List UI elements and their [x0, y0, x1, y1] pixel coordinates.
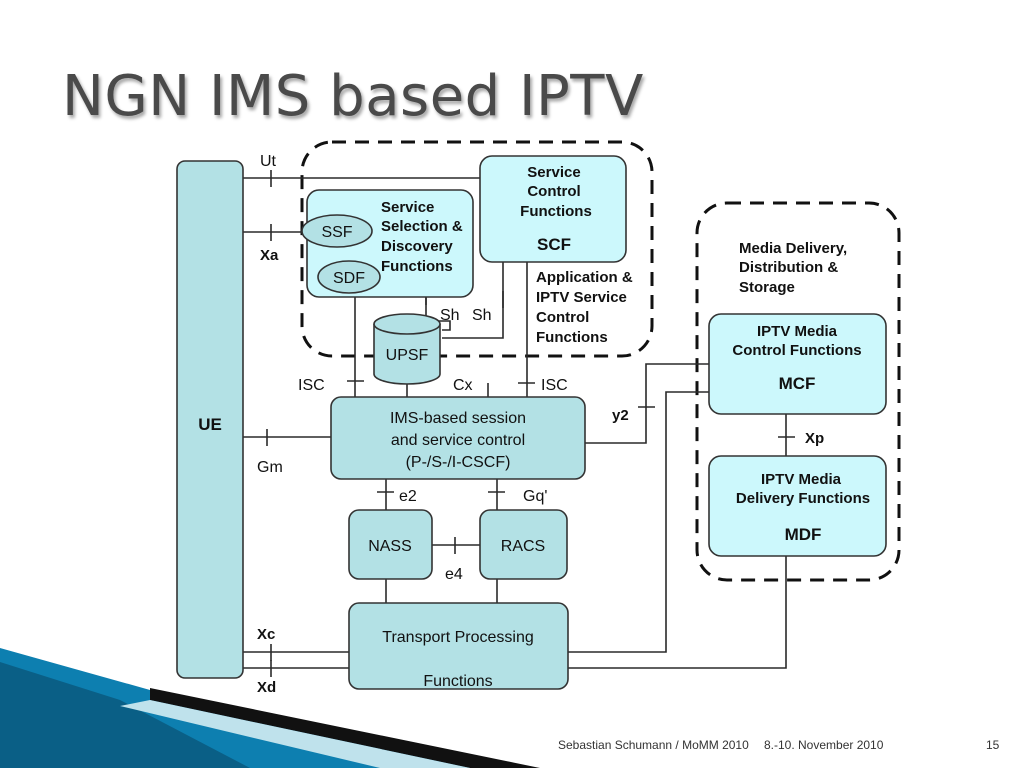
- corner-decoration: [0, 648, 540, 768]
- upsf-label: UPSF: [386, 347, 429, 364]
- upsf-database: [373, 313, 441, 385]
- mdf-box: [708, 455, 887, 557]
- interface-e4: e4: [445, 566, 463, 583]
- interface-ut: Ut: [260, 153, 277, 170]
- ue-box: [176, 160, 244, 679]
- mcf-line1: IPTV Media: [757, 323, 838, 340]
- ssdf-line3: Discovery: [381, 238, 453, 255]
- app-group-line4: Functions: [536, 329, 608, 346]
- racs-label: RACS: [501, 538, 545, 555]
- ssdf-line2: Selection &: [381, 218, 463, 235]
- sdf-ellipse: [317, 260, 381, 294]
- media-group-line3: Storage: [739, 279, 795, 296]
- mcf-line2: Control Functions: [732, 342, 861, 359]
- interface-sh-2: Sh: [472, 307, 492, 324]
- interface-xa: Xa: [260, 247, 279, 264]
- slide-title: NGN IMS based IPTV: [62, 64, 644, 129]
- interface-gm: Gm: [257, 459, 283, 476]
- ims-line1: IMS-based session: [390, 410, 526, 427]
- ssf-ellipse: [301, 214, 373, 248]
- nass-label: NASS: [368, 538, 412, 555]
- nass-box: [348, 509, 433, 580]
- app-group-line2: IPTV Service: [536, 289, 627, 306]
- interface-e2: e2: [399, 488, 417, 505]
- mcf-box: [708, 313, 887, 415]
- footer-date: 8.-10. November 2010: [764, 738, 884, 752]
- app-group-line3: Control: [536, 309, 589, 326]
- media-group-line1: Media Delivery,: [739, 240, 847, 257]
- mdf-abbr: MDF: [785, 525, 822, 544]
- racs-box: [479, 509, 568, 580]
- mdf-line1: IPTV Media: [761, 471, 842, 488]
- interface-xp: Xp: [805, 430, 824, 447]
- interface-sh-1: Sh: [440, 307, 460, 324]
- transport-line1: Transport Processing: [382, 629, 533, 646]
- app-group-line1: Application &: [536, 269, 633, 286]
- transport-line2: Functions: [423, 673, 492, 690]
- ims-box: [330, 396, 586, 480]
- ssf-label: SSF: [321, 224, 352, 241]
- ssdf-line4: Functions: [381, 258, 453, 275]
- scf-abbr: SCF: [537, 235, 571, 254]
- mcf-abbr: MCF: [779, 374, 816, 393]
- ssdf-line1: Service: [381, 199, 434, 216]
- scf-line3: Functions: [520, 203, 592, 220]
- app-service-group-border: [300, 140, 654, 358]
- media-group-line2: Distribution &: [739, 259, 838, 276]
- interface-cx: Cx: [453, 377, 473, 394]
- ims-line3: (P-/S-/I-CSCF): [406, 454, 511, 471]
- interface-y2: y2: [612, 407, 629, 424]
- scf-line1: Service: [527, 164, 580, 181]
- scf-box: [479, 155, 627, 263]
- scf-line2: Control: [527, 183, 580, 200]
- page-number: 15: [986, 738, 1000, 752]
- ims-line2: and service control: [391, 432, 525, 449]
- interface-isc-right: ISC: [541, 377, 568, 394]
- sdf-label: SDF: [333, 270, 365, 287]
- ue-label: UE: [198, 415, 222, 434]
- interface-xc: Xc: [257, 626, 275, 643]
- interface-ticks: [266, 170, 795, 677]
- mdf-line2: Delivery Functions: [736, 490, 870, 507]
- transport-box: [348, 602, 569, 690]
- interface-isc-left: ISC: [298, 377, 325, 394]
- interface-gq: Gq': [523, 488, 547, 505]
- interface-xd: Xd: [257, 679, 276, 696]
- footer-author: Sebastian Schumann / MoMM 2010: [558, 738, 749, 752]
